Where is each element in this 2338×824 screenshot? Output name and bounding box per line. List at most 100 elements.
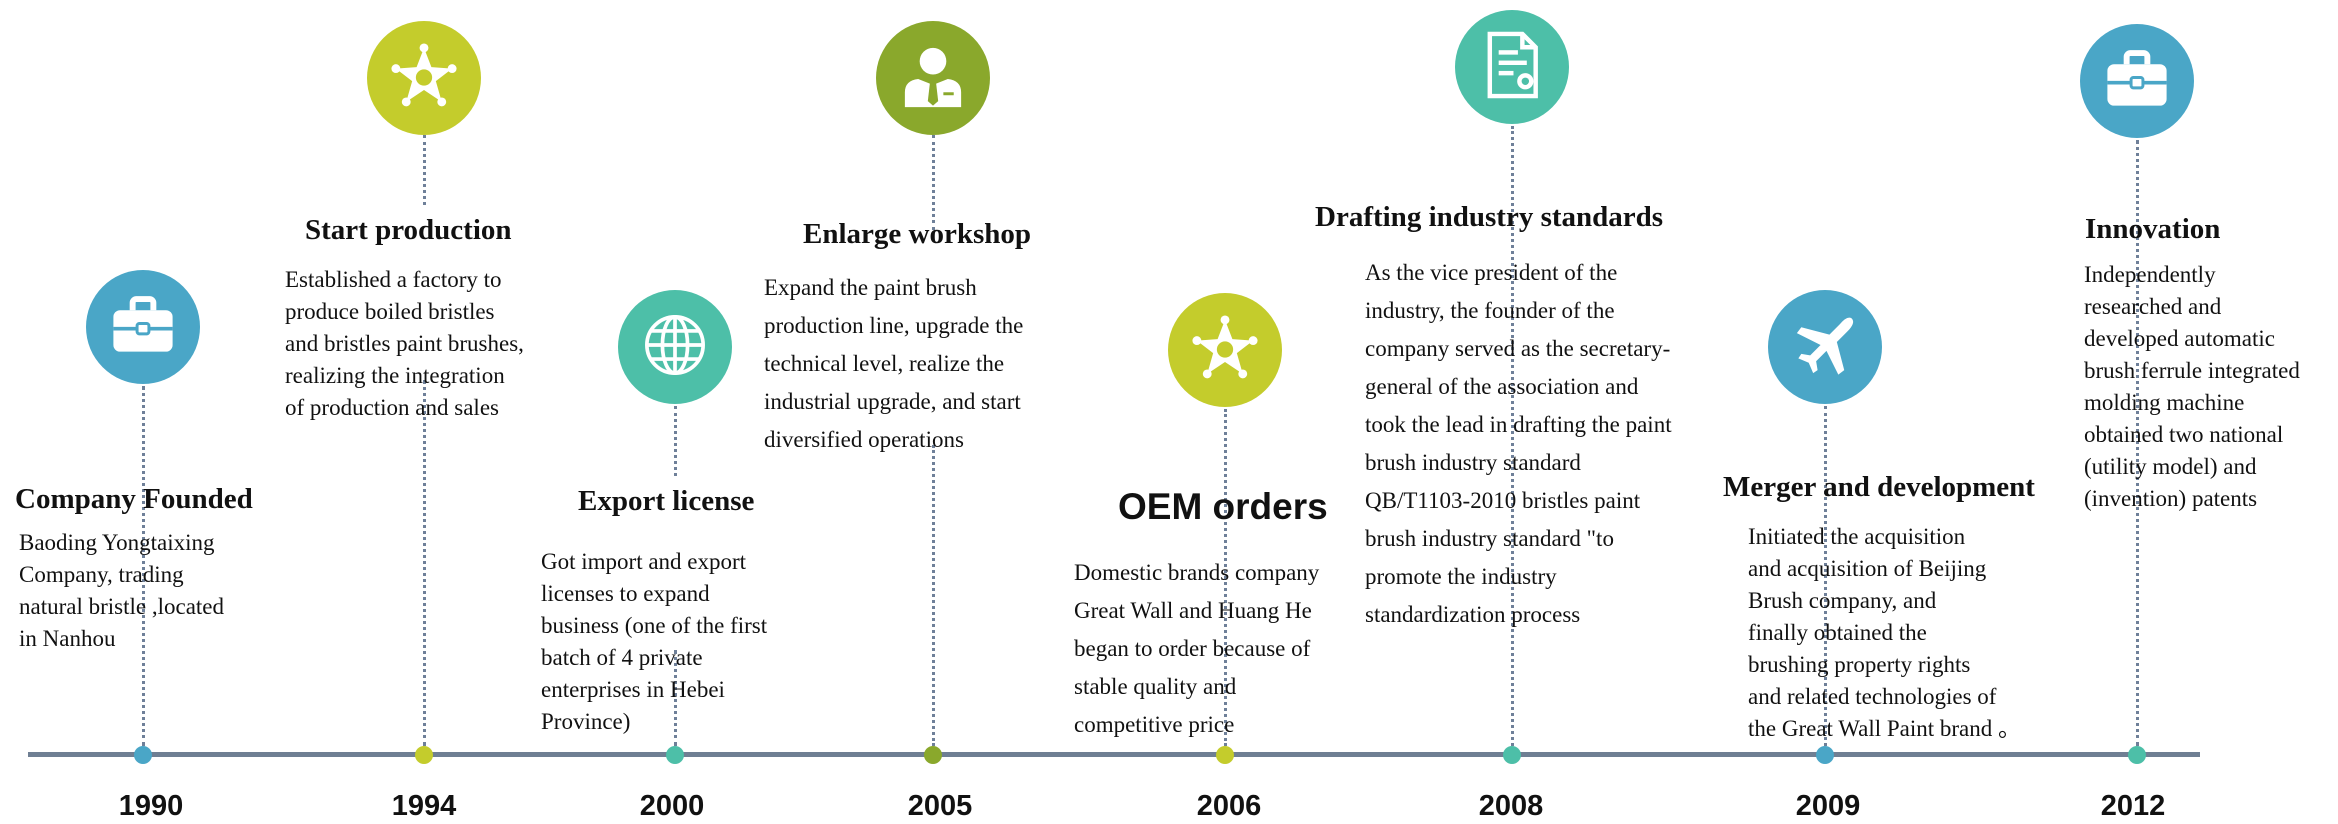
milestone-description: Expand the paint brush production line, u… <box>764 269 1023 459</box>
description-line: Expand the paint brush <box>764 275 977 300</box>
milestone-icon-circle <box>876 21 990 135</box>
description-line: researched and <box>2084 294 2222 319</box>
connector-line <box>1224 409 1227 746</box>
milestone-title: Merger and development <box>1723 471 2035 503</box>
description-line: Brush company, and <box>1748 588 1937 613</box>
description-line: Province) <box>541 709 631 734</box>
year-label: 1994 <box>391 790 457 822</box>
description-line: brushing property rights <box>1748 652 1971 677</box>
milestone-title: Enlarge workshop <box>803 218 1032 250</box>
description-line: QB/T1103-2010 bristles paint <box>1365 488 1641 513</box>
timeline-dot <box>415 746 433 764</box>
description-line: produce boiled bristles <box>285 299 495 324</box>
description-line: As the vice president of the <box>1365 260 1618 285</box>
milestone-icon-circle <box>367 21 481 135</box>
star-badge-icon <box>1188 311 1262 390</box>
description-line: in Nanhou <box>19 626 116 651</box>
certificate-document-icon <box>1475 28 1549 107</box>
milestone-title: Company Founded <box>15 483 253 515</box>
description-line: Independently <box>2084 262 2216 287</box>
description-line: finally obtained the <box>1748 620 1927 645</box>
description-line: natural bristle ,located <box>19 594 225 619</box>
description-line: and acquisition of Beijing <box>1748 556 1987 581</box>
milestone-description: Independently researched and developed aut… <box>2084 259 2300 515</box>
timeline-dot <box>2128 746 2146 764</box>
milestone-icon-circle <box>618 290 732 404</box>
connector-line <box>142 386 145 746</box>
milestone-title: Innovation <box>2085 213 2221 245</box>
description-line: Got import and export <box>541 549 747 574</box>
connector-line <box>1824 406 1827 746</box>
businessman-icon <box>896 39 970 118</box>
milestone-description: Got import and export licenses to expand b… <box>541 546 767 738</box>
description-line: molding machine <box>2084 390 2245 415</box>
briefcase-icon <box>106 288 180 367</box>
description-line: obtained two national <box>2084 422 2284 447</box>
description-line: and related technologies of <box>1748 684 1997 709</box>
milestone-description: As the vice president of the industry, th… <box>1365 254 1672 634</box>
description-line: business (one of the first <box>541 613 768 638</box>
timeline-dot <box>1816 746 1834 764</box>
timeline-axis <box>28 752 2200 757</box>
description-line: general of the association and <box>1365 374 1639 399</box>
description-line: Initiated the acquisition <box>1748 524 1966 549</box>
connector-line <box>932 135 935 230</box>
description-line: brush industry standard <box>1365 450 1581 475</box>
year-label: 2000 <box>639 790 705 822</box>
milestone-icon-circle <box>1168 293 1282 407</box>
timeline-dot <box>1503 746 1521 764</box>
year-label: 2008 <box>1478 790 1544 822</box>
milestone-title: Start production <box>305 214 512 246</box>
connector-line <box>674 650 677 746</box>
year-label: 2012 <box>2100 790 2166 822</box>
connector-line <box>423 135 426 205</box>
milestone-description: Initiated the acquisition and acquisition… <box>1748 521 2021 745</box>
description-line: production line, upgrade the <box>764 313 1024 338</box>
description-line: licenses to expand <box>541 581 710 606</box>
description-line: and bristles paint brushes, <box>285 331 524 356</box>
description-line: Company, trading <box>19 562 184 587</box>
description-line: the Great Wall Paint brand 。 <box>1748 716 2022 741</box>
milestone-title: Export license <box>578 485 755 517</box>
description-line: industry, the founder of the <box>1365 298 1615 323</box>
description-line: realizing the integration <box>285 363 505 388</box>
description-line: of production and sales <box>285 395 499 420</box>
description-line: standardization process <box>1365 602 1581 627</box>
description-line: promote the industry <box>1365 564 1557 589</box>
timeline-dot <box>134 746 152 764</box>
description-line: industrial upgrade, and start <box>764 389 1021 414</box>
airplane-icon <box>1788 308 1862 387</box>
description-line: batch of 4 private <box>541 645 703 670</box>
year-label: 2009 <box>1795 790 1861 822</box>
milestone-title: Drafting industry standards <box>1315 201 1664 233</box>
milestone-icon-circle <box>1768 290 1882 404</box>
description-line: (utility model) and <box>2084 454 2257 479</box>
year-label: 1990 <box>118 790 184 822</box>
description-line: developed automatic <box>2084 326 2275 351</box>
description-line: competitive price <box>1074 712 1235 737</box>
description-line: began to order because of <box>1074 636 1311 661</box>
timeline-dot <box>924 746 942 764</box>
description-line: stable quality and <box>1074 674 1237 699</box>
timeline-dot <box>1216 746 1234 764</box>
briefcase-icon <box>2100 42 2174 121</box>
milestone-icon-circle <box>1455 10 1569 124</box>
description-line: diversified operations <box>764 427 964 452</box>
description-line: (invention) patents <box>2084 486 2258 511</box>
connector-line <box>932 445 935 746</box>
description-line: Great Wall and Huang He <box>1074 598 1312 623</box>
description-line: company served as the secretary- <box>1365 336 1671 361</box>
connector-line <box>1511 126 1514 746</box>
connector-line <box>423 380 426 746</box>
milestone-title: OEM orders <box>1118 486 1328 527</box>
description-line: Baoding Yongtaixing <box>19 530 215 555</box>
milestone-icon-circle <box>2080 24 2194 138</box>
milestone-icon-circle <box>86 270 200 384</box>
description-line: technical level, realize the <box>764 351 1005 376</box>
description-line: took the lead in drafting the paint <box>1365 412 1672 437</box>
connector-line <box>2136 140 2139 746</box>
